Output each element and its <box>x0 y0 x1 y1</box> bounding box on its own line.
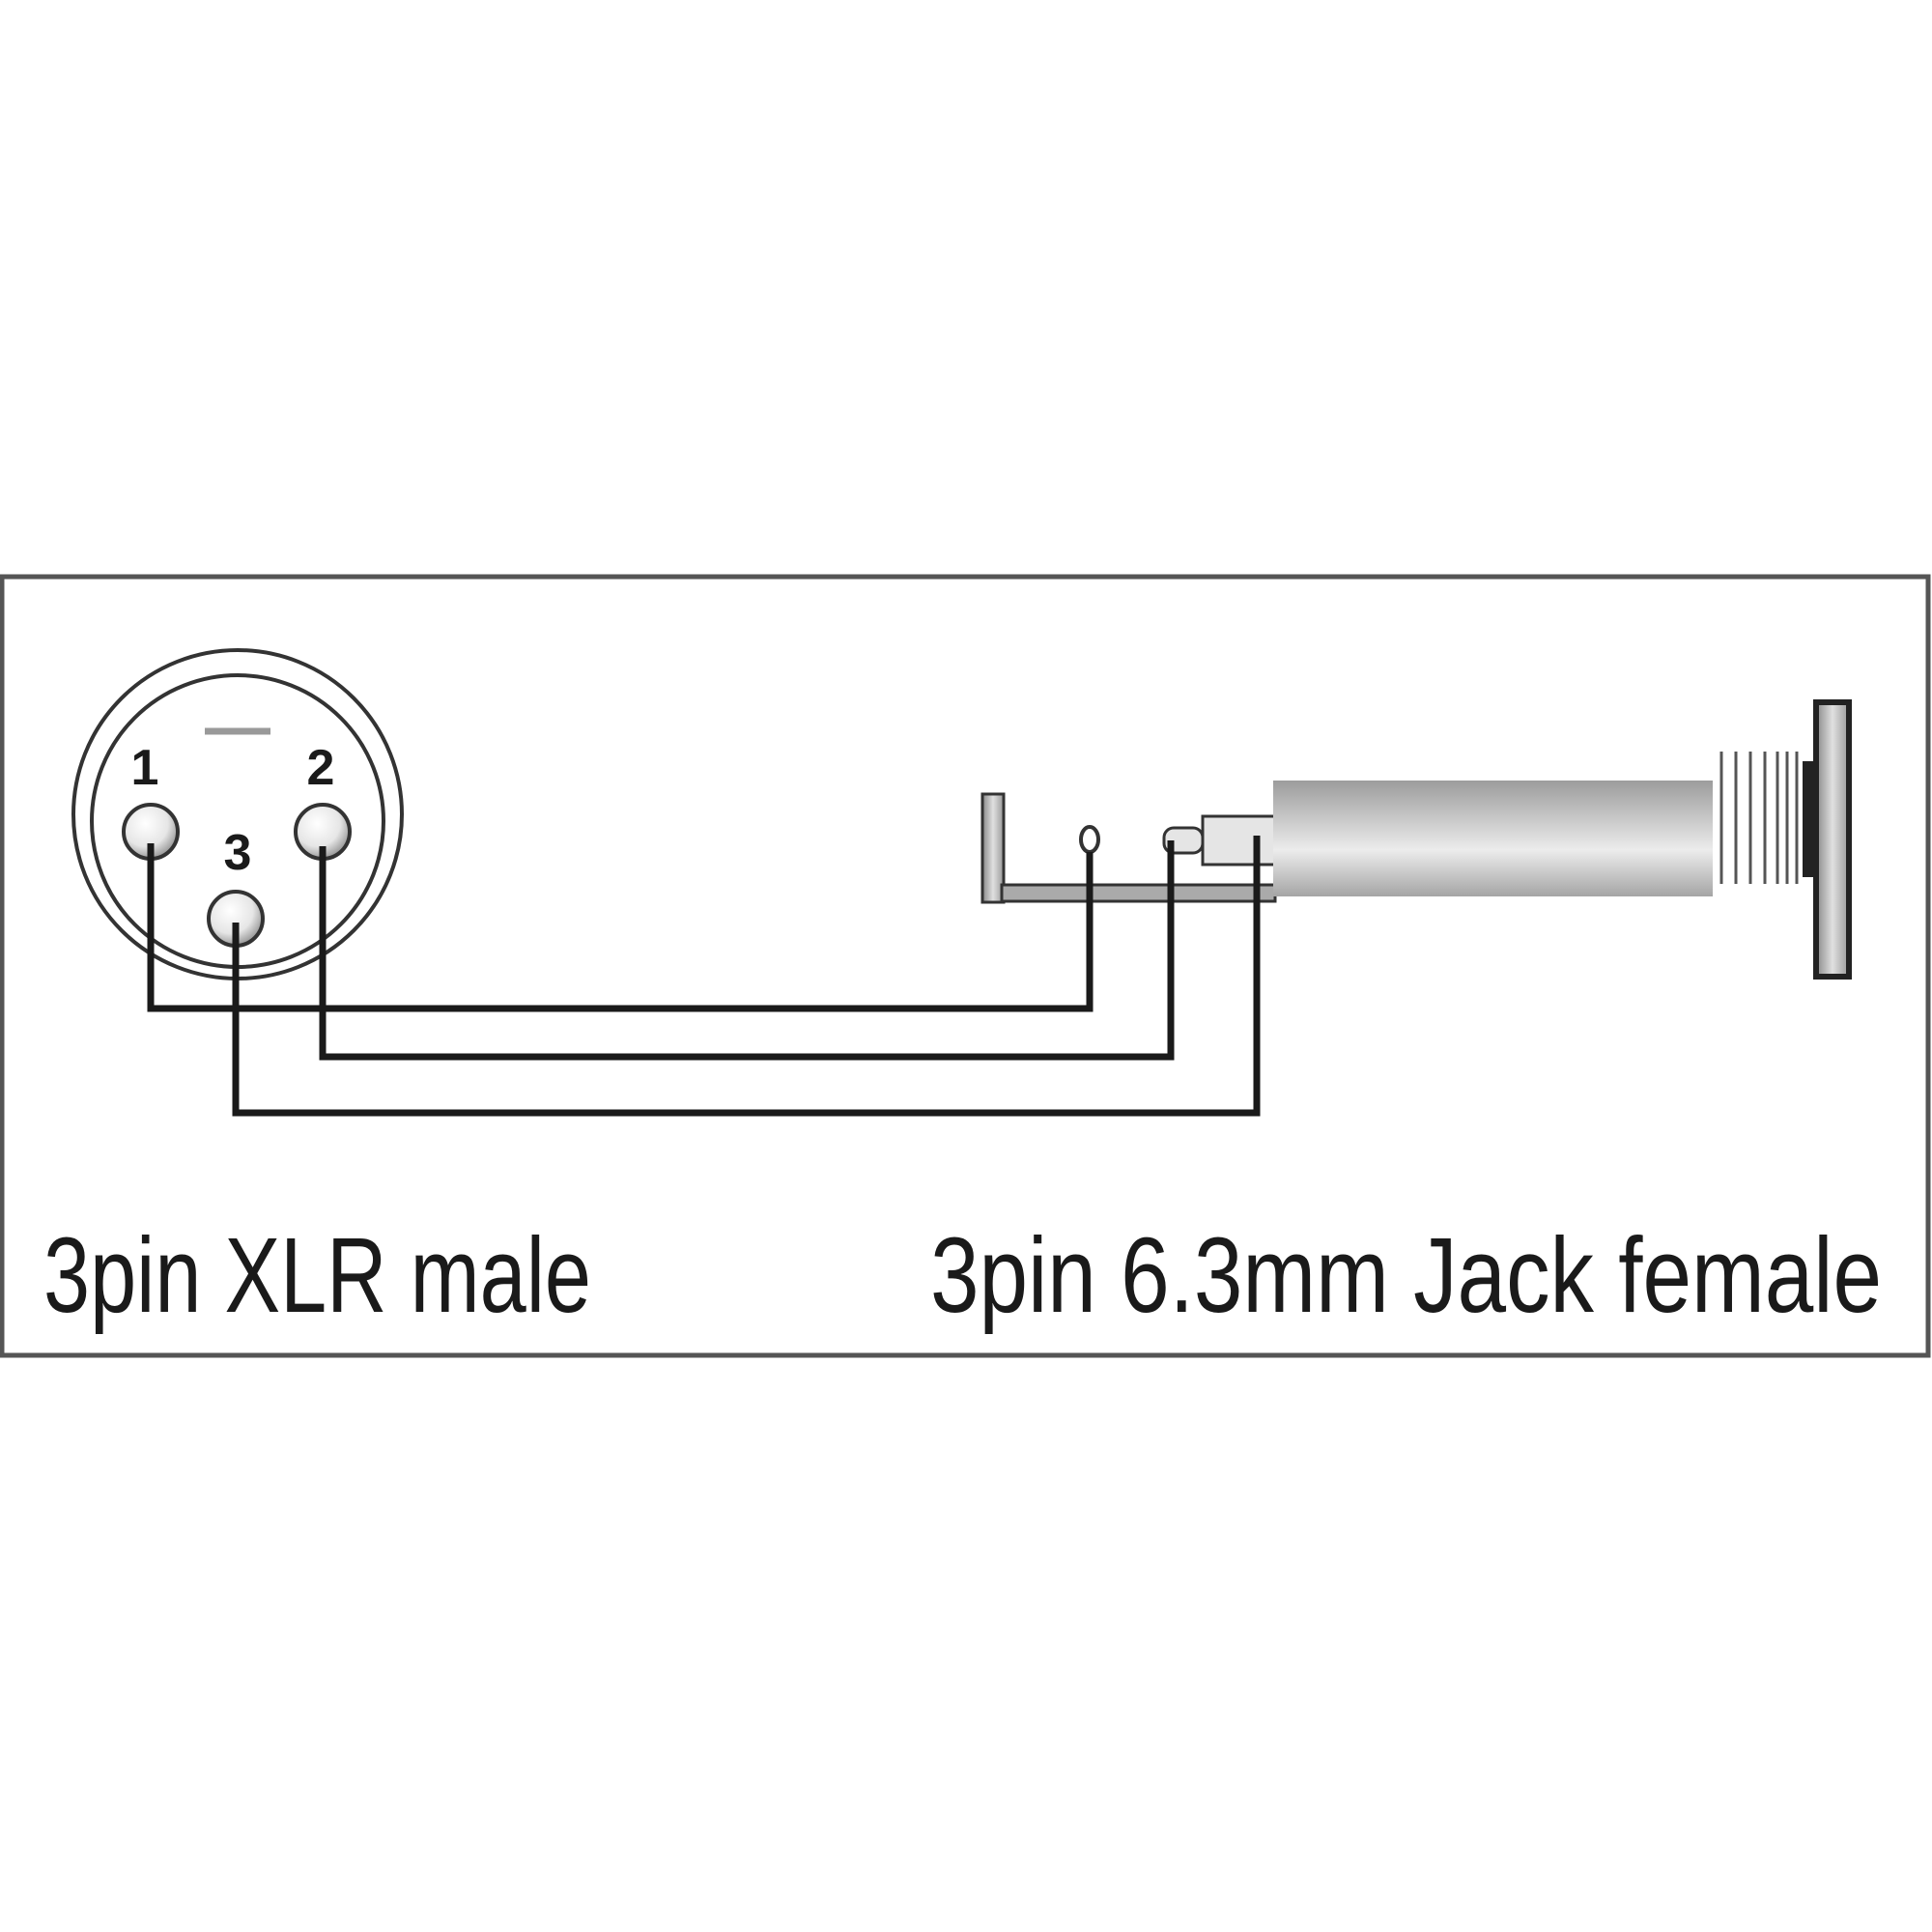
jack-connector-label: 3pin 6.3mm Jack female <box>930 1216 1882 1335</box>
wire-pin1-sleeve <box>147 843 1094 1012</box>
wire-pin2-tip <box>319 840 1175 1061</box>
jack-nut <box>1803 761 1814 877</box>
wire-pin3-ring <box>232 836 1261 1117</box>
jack-bracket <box>980 792 1006 904</box>
pin-label-1: 1 <box>131 740 159 796</box>
jack-barrel <box>1273 781 1713 896</box>
pin-label-2: 2 <box>307 740 335 796</box>
jack-thread <box>1719 752 1799 884</box>
jack-frame-bar <box>1000 883 1277 903</box>
xlr-connector-label: 3pin XLR male <box>43 1216 591 1335</box>
jack-flange <box>1813 699 1852 980</box>
jack-sleeve-lug <box>1079 825 1100 854</box>
jack-ring-contact <box>1201 814 1277 867</box>
pin-label-3: 3 <box>224 825 252 881</box>
jack-connector <box>980 699 1852 980</box>
